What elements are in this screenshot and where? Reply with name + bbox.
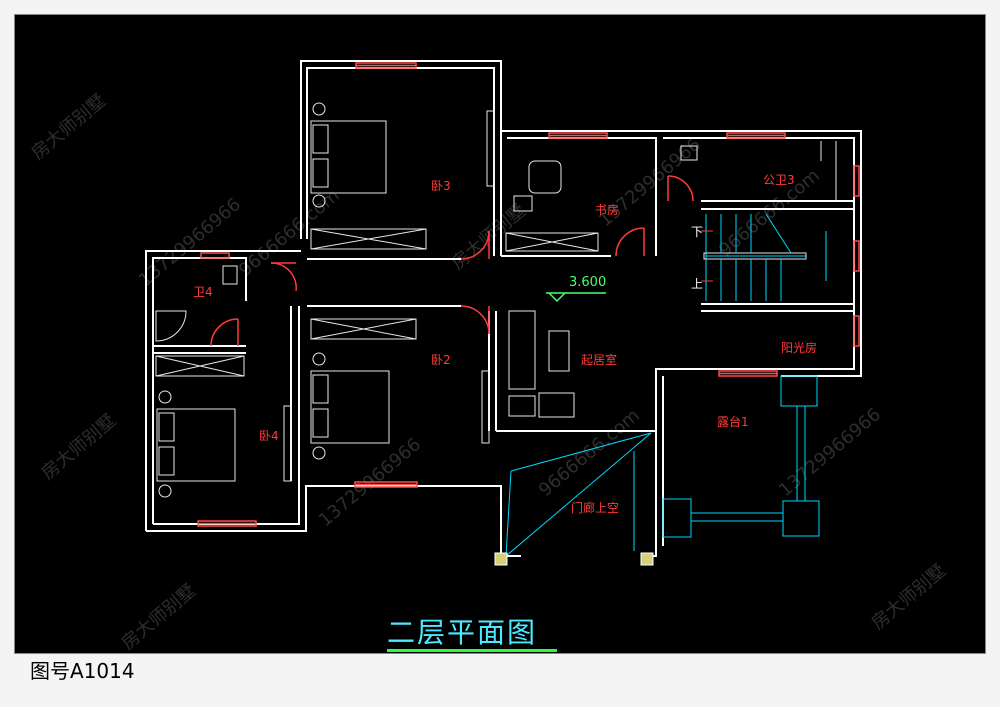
room-label-bath4: 卫4 [193, 285, 213, 299]
stair-arrow [701, 230, 713, 282]
room-label-bath3: 公卫3 [763, 173, 795, 187]
elevation-marker [546, 292, 606, 303]
doors [210, 175, 694, 347]
title-underline [387, 649, 557, 652]
room-label-bedroom2: 卧2 [431, 353, 451, 367]
stair [703, 213, 827, 301]
terrace-outline [505, 375, 820, 558]
stair-label-up: 上 [691, 277, 704, 291]
room-label-porch-void: 门廊上空 [571, 501, 620, 515]
stair-label-down: 下 [691, 225, 704, 239]
room-label-bedroom3: 卧3 [431, 179, 451, 193]
porch-columns [494, 552, 654, 566]
floor-plan [145, 60, 862, 566]
elevation-value: 3.600 [569, 275, 607, 290]
room-label-study: 书房 [595, 203, 620, 217]
windows [197, 62, 860, 527]
cad-canvas: 房大师别墅 13729966966 9666666.com 房大师别墅 1372… [14, 14, 986, 654]
drawing-number: 图号A1014 [30, 659, 135, 683]
room-label-living: 起居室 [581, 353, 618, 367]
room-label-sunroom: 阳光房 [781, 341, 818, 355]
drawing-title: 二层平面图 [387, 616, 538, 649]
room-label-terrace1: 露台1 [717, 415, 749, 429]
furniture [155, 102, 837, 498]
room-label-bedroom4: 卧4 [259, 429, 279, 443]
